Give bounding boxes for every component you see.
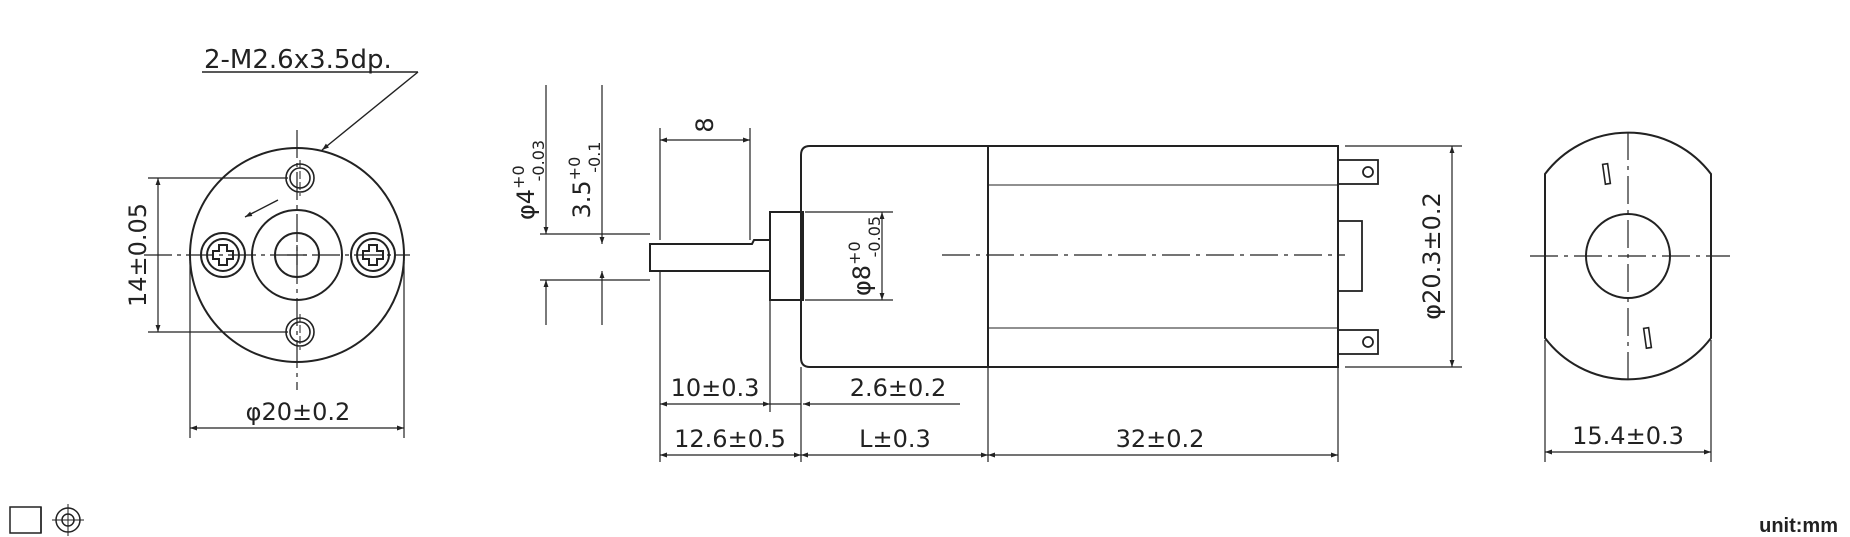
rear-terminal-top xyxy=(1601,162,1612,186)
svg-text:φ4+0-0.03: φ4+0-0.03 xyxy=(509,140,548,220)
left-screw-icon xyxy=(200,232,246,278)
svg-text:φ8+0-0.05: φ8+0-0.05 xyxy=(845,216,884,296)
hole-spacing-label: 14±0.05 xyxy=(124,203,152,307)
flat-length-dim xyxy=(659,128,751,240)
side-view xyxy=(540,85,1462,462)
rear-bearing-cap xyxy=(1337,220,1363,292)
upper-thread-hole xyxy=(285,160,315,196)
body-diameter-label: φ20.3±0.2 xyxy=(1418,192,1446,320)
motor-length-label: 32±0.2 xyxy=(1116,425,1205,453)
output-length-label: 12.6±0.5 xyxy=(674,425,786,453)
bottom-dims xyxy=(659,271,1339,462)
shaft-length-label: 10±0.3 xyxy=(671,374,760,402)
shaft-diameter-dim xyxy=(540,85,650,325)
rear-outline xyxy=(1544,131,1712,381)
bottom-terminal xyxy=(1337,329,1379,355)
top-terminal xyxy=(1337,159,1379,185)
rear-width-dim xyxy=(1544,340,1712,462)
gearbox-length-label: L±0.3 xyxy=(859,425,931,453)
thread-note-label: 2-M2.6x3.5dp. xyxy=(204,45,392,75)
third-angle-projection-icon xyxy=(9,504,84,536)
body-diameter-dim xyxy=(1345,145,1462,368)
boss-diameter-dim xyxy=(805,211,893,301)
flat-length-label: 8 xyxy=(691,117,719,132)
front-diameter-dim xyxy=(189,262,405,438)
hole-spacing-dim xyxy=(148,177,288,333)
front-hub-outer xyxy=(251,209,343,301)
front-outer-circle xyxy=(189,147,405,363)
rear-view xyxy=(1530,131,1730,462)
right-screw-icon xyxy=(350,232,396,278)
flat-depth-label: 3.5+0-0.1 xyxy=(565,142,604,219)
front-diameter-label: φ20±0.2 xyxy=(246,398,351,426)
lower-thread-hole xyxy=(285,314,315,350)
front-hub-inner xyxy=(274,232,320,278)
rear-width-label: 15.4±0.3 xyxy=(1572,422,1684,450)
front-hub-cross xyxy=(287,245,307,265)
svg-text:3.5+0-0.1: 3.5+0-0.1 xyxy=(565,142,604,219)
motor-body xyxy=(987,145,1339,368)
rear-terminal-bottom xyxy=(1642,326,1653,350)
unit-label: unit:mm xyxy=(1759,515,1838,537)
boss xyxy=(769,211,804,301)
boss-length-label: 2.6±0.2 xyxy=(850,374,946,402)
motor-body-bands xyxy=(988,184,1338,329)
rear-bearing-circle xyxy=(1585,213,1671,299)
front-view xyxy=(144,71,419,438)
thread-leader xyxy=(202,71,419,218)
output-shaft xyxy=(649,239,771,272)
shaft-diameter-label: φ4+0-0.03 xyxy=(509,140,548,220)
gearbox-body xyxy=(800,145,989,368)
boss-diameter-label: φ8+0-0.05 xyxy=(845,216,884,296)
front-centerlines xyxy=(144,130,410,390)
